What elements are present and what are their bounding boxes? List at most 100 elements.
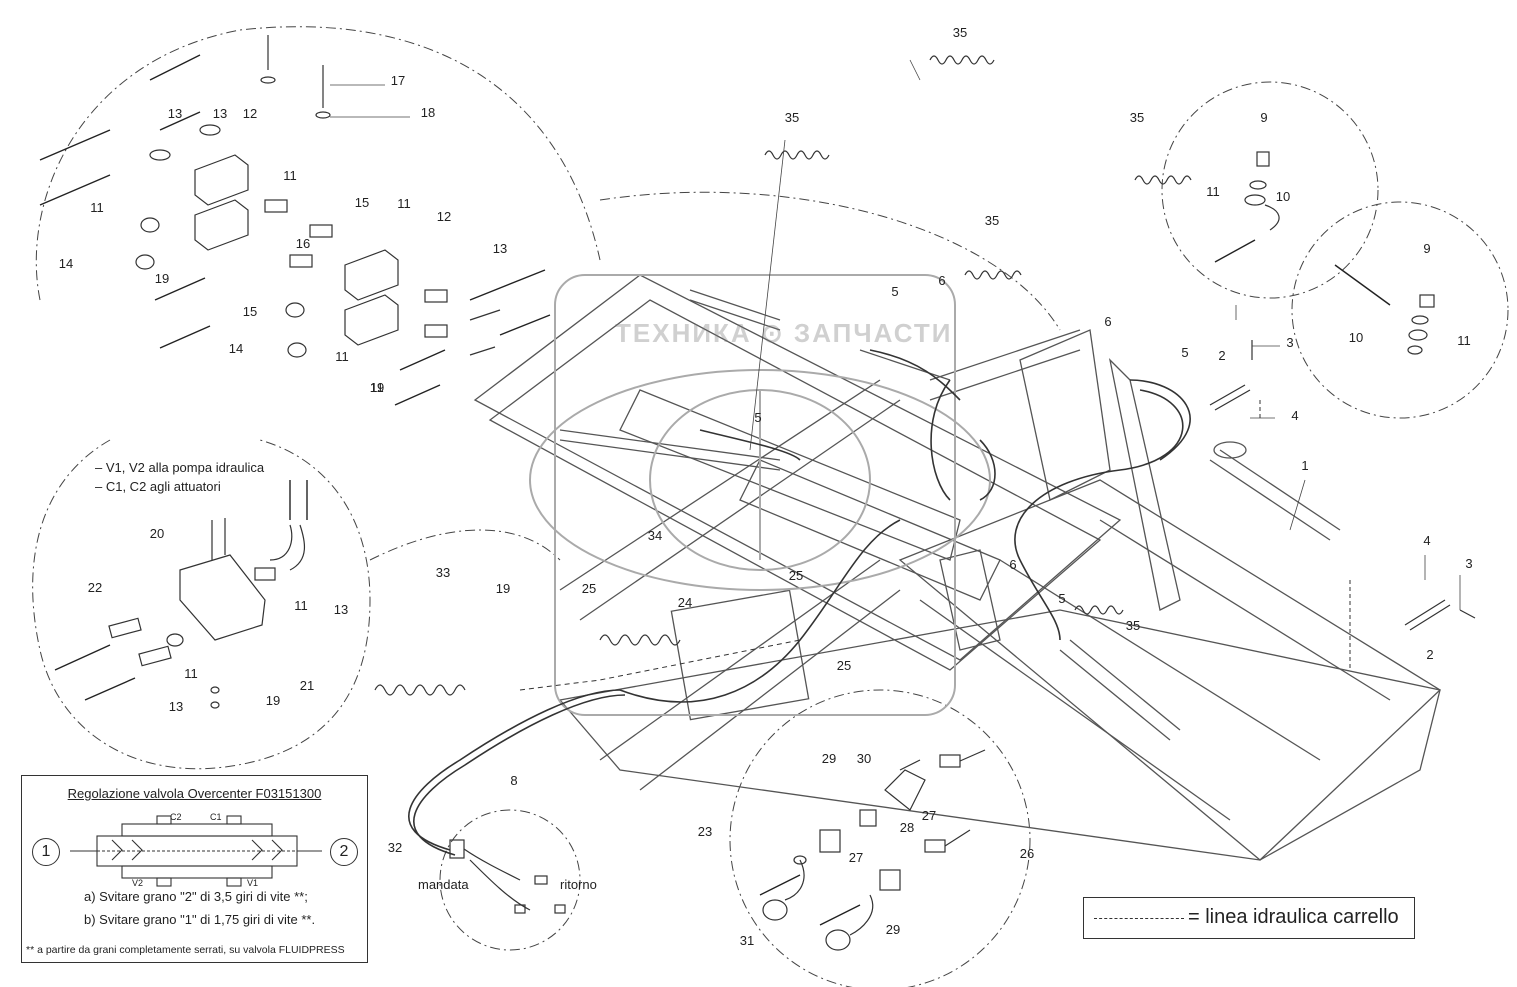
callout-29: 29 — [822, 751, 836, 766]
carriage-hydraulic-line — [519, 639, 801, 691]
callout-22: 22 — [88, 580, 102, 595]
callout-4: 4 — [1291, 408, 1298, 423]
valve-blocks-top-left — [135, 35, 501, 358]
detail-connector-line-2 — [369, 529, 561, 561]
callout-2: 2 — [1426, 647, 1433, 662]
leader-lines — [330, 59, 1461, 610]
callout-25: 25 — [837, 658, 851, 673]
port-v2-label: V2 — [132, 878, 144, 888]
detail-circle-right-1 — [1161, 81, 1379, 299]
callout-16: 16 — [296, 236, 310, 251]
callout-6: 6 — [1104, 314, 1111, 329]
machine-frame — [473, 274, 1442, 861]
callout-25: 25 — [582, 581, 596, 596]
callout-1: 1 — [1301, 458, 1308, 473]
callout-6: 6 — [1009, 557, 1016, 572]
callout-32: 32 — [388, 840, 402, 855]
callout-2: 2 — [1218, 348, 1225, 363]
hydraulic-hoses — [408, 349, 1191, 856]
callout-25: 25 — [789, 568, 803, 583]
callout-35: 35 — [1130, 110, 1144, 125]
flow-arrows — [39, 54, 1391, 926]
pins-right — [1209, 340, 1476, 631]
legend-dash-line — [1094, 918, 1184, 919]
callout-13: 13 — [334, 602, 348, 617]
callout-4: 4 — [1423, 533, 1430, 548]
callout-28: 28 — [900, 820, 914, 835]
callout-10: 10 — [1349, 330, 1363, 345]
port-v1-label: V1 — [247, 878, 259, 888]
overcenter-valve-assembly — [108, 518, 305, 709]
callout-24: 24 — [678, 595, 692, 610]
callout-8: 8 — [510, 773, 517, 788]
detail-outline-top-left — [35, 26, 601, 301]
step-a: a) Svitare grano "2" di 3,5 giri di vite… — [84, 889, 308, 904]
callout-27: 27 — [922, 808, 936, 823]
callout-11: 11 — [1457, 333, 1471, 348]
callout-35: 35 — [985, 213, 999, 228]
callout-6: 6 — [938, 273, 945, 288]
callout-18: 18 — [421, 105, 435, 120]
marker-1: 1 — [32, 838, 60, 866]
callout-29: 29 — [886, 922, 900, 937]
callout-15: 15 — [355, 195, 369, 210]
spring-clips — [374, 55, 1192, 696]
hose-end-detail — [449, 839, 566, 914]
callout-30: 30 — [857, 751, 871, 766]
callout-14: 14 — [59, 256, 73, 271]
callout-19: 19 — [155, 271, 169, 286]
watermark-logo — [529, 274, 991, 716]
callout-5: 5 — [1058, 591, 1065, 606]
callout-13: 13 — [169, 699, 183, 714]
detail-circle-bottom — [729, 689, 1031, 987]
callout-11: 11 — [370, 380, 384, 395]
hydraulic-note-line-2: – C1, C2 agli attuatori — [95, 479, 221, 494]
callout-12: 12 — [243, 106, 257, 121]
callout-11: 11 — [397, 196, 411, 211]
callout-26: 26 — [1020, 846, 1034, 861]
callout-33: 33 — [436, 565, 450, 580]
callout-17: 17 — [391, 73, 405, 88]
port-c2-label: C2 — [170, 812, 182, 822]
callout-19: 19 — [266, 693, 280, 708]
callout-13: 13 — [213, 106, 227, 121]
hydraulic-note: – V1, V2 alla pompa idraulica – C1, C2 a… — [95, 458, 264, 496]
marker-2: 2 — [330, 838, 358, 866]
ritorno-label: ritorno — [560, 877, 597, 892]
overcenter-adjustment-box: Regolazione valvola Overcenter F03151300… — [21, 775, 368, 963]
callout-27: 27 — [849, 850, 863, 865]
legend-box: = linea idraulica carrello — [1083, 897, 1415, 939]
callout-11: 11 — [1206, 184, 1220, 199]
mandata-label: mandata — [418, 877, 469, 892]
detail-circle-right-2 — [1291, 201, 1509, 419]
detail-outline-left — [32, 439, 371, 770]
callout-11: 11 — [283, 168, 297, 183]
detail-circle-hose — [439, 809, 581, 951]
callout-35: 35 — [785, 110, 799, 125]
callout-15: 15 — [243, 304, 257, 319]
callout-20: 20 — [150, 526, 164, 541]
legend-text: = linea idraulica carrello — [1188, 906, 1399, 928]
overcenter-title: Regolazione valvola Overcenter F03151300 — [67, 786, 322, 801]
callout-5: 5 — [1181, 345, 1188, 360]
fittings-detail-right — [1244, 151, 1435, 355]
callout-12: 12 — [437, 209, 451, 224]
overcenter-valve-schematic — [70, 815, 322, 887]
callout-35: 35 — [953, 25, 967, 40]
footnote: ** a partire da grani completamente serr… — [26, 944, 345, 956]
step-b: b) Svitare grano "1" di 1,75 giri di vit… — [84, 912, 316, 927]
couplings-detail-bottom — [762, 749, 986, 951]
callout-34: 34 — [648, 528, 662, 543]
callout-35: 35 — [1126, 618, 1140, 633]
callout-5: 5 — [891, 284, 898, 299]
callout-21: 21 — [300, 678, 314, 693]
callout-19: 19 — [370, 380, 384, 395]
callout-23: 23 — [698, 824, 712, 839]
callout-3: 3 — [1286, 335, 1293, 350]
callout-5: 5 — [754, 410, 761, 425]
callout-3: 3 — [1465, 556, 1472, 571]
callout-13: 13 — [168, 106, 182, 121]
watermark-text: ТЕХНИКА ⊙ ЗАПЧАСТИ — [615, 318, 953, 348]
callout-11: 11 — [90, 200, 104, 215]
